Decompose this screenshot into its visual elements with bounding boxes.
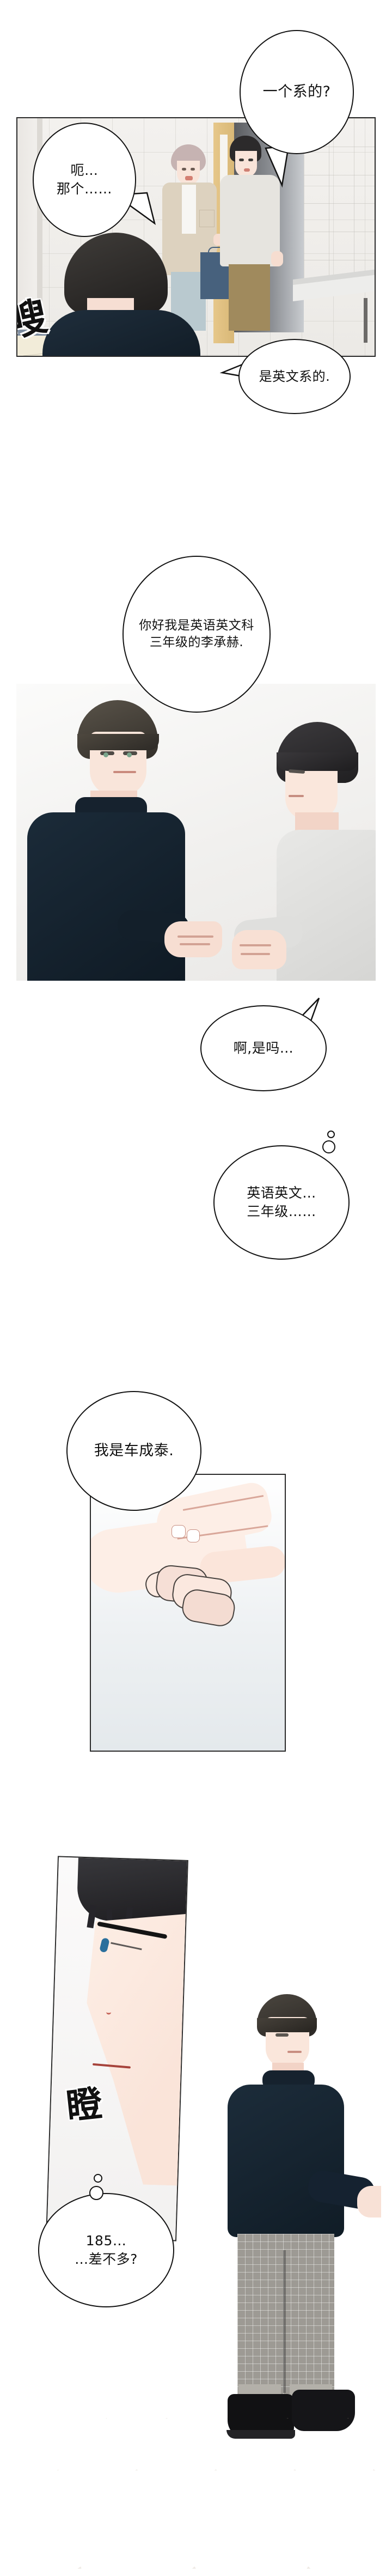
right-man-finger-line-2 xyxy=(241,953,270,955)
boot-right xyxy=(292,2390,355,2431)
standing-man-bangs xyxy=(257,2018,317,2032)
right-man-hand xyxy=(232,930,286,969)
thought-dot-small-2 xyxy=(94,2174,102,2183)
panel-handshake xyxy=(90,1474,286,1752)
balloon-uh-that: 呃… 那个…… xyxy=(33,123,136,237)
student-ash-shirt xyxy=(182,185,196,234)
student-tall-sweater xyxy=(220,175,280,266)
trouser-center-seam xyxy=(283,2250,286,2393)
standing-man-smile xyxy=(287,2051,302,2053)
fingernail-2 xyxy=(187,1529,200,1542)
left-wall-panel xyxy=(17,118,37,333)
left-man-sweater xyxy=(27,812,185,981)
student-tall-pants xyxy=(229,264,270,331)
trouser-cuff-left xyxy=(238,2384,281,2396)
student-tall-mouth xyxy=(244,168,250,172)
thought-dot-small xyxy=(327,1131,335,1138)
student-ash-eye-left xyxy=(182,168,186,171)
balloon-one-department-text: 一个系的? xyxy=(262,83,331,100)
balloon-uh-that-text: 呃… 那个…… xyxy=(56,162,112,197)
balloon-my-name-cha-seong-tae: 我是车成泰. xyxy=(66,1391,201,1511)
thought-dot-large-2 xyxy=(89,2186,103,2200)
standing-man-sweater xyxy=(228,2085,344,2237)
left-man-iris-right xyxy=(127,752,132,757)
closeup-nostril xyxy=(106,2007,112,2015)
balloon-english-department: 是英文系的. xyxy=(238,339,351,414)
sfx-stare: 瞪 xyxy=(64,2082,105,2128)
sfx-stare-text: 瞪 xyxy=(64,2081,105,2128)
balloon-ah-is-that-so-text: 啊,是吗… xyxy=(233,1040,294,1056)
right-man-finger-line-1 xyxy=(240,944,271,946)
panel-introduction xyxy=(16,684,376,981)
fingernail-1 xyxy=(171,1525,186,1538)
balloon-ah-is-that-so: 啊,是吗… xyxy=(200,1005,327,1091)
left-man-smile xyxy=(113,771,136,773)
thought-dot-large xyxy=(322,1140,335,1153)
balloon-english-third-year-thought: 英语英文… 三年级…… xyxy=(213,1145,350,1260)
student-tall-eye-right xyxy=(248,159,253,161)
left-wall-edge xyxy=(37,118,42,333)
foreground-man-turtleneck xyxy=(42,310,200,356)
panel-closeup-face: 瞪 xyxy=(46,1856,188,2241)
student-ash-eye-right xyxy=(191,168,195,171)
left-man-finger-line-1 xyxy=(177,935,213,938)
table-leg xyxy=(364,298,367,343)
student-tall-hand xyxy=(271,251,283,266)
right-man-mouth xyxy=(289,795,304,797)
balloon-height-guess-thought: 185… …差不多? xyxy=(38,2193,174,2307)
right-man-bangs xyxy=(277,752,358,771)
balloon-english-third-year-text: 英语英文… 三年级…… xyxy=(247,1185,316,1219)
balloon-my-name-text: 我是车成泰. xyxy=(94,1442,174,1459)
left-man-bangs xyxy=(77,734,159,750)
student-ash-face xyxy=(177,161,200,185)
boot-left-sole xyxy=(226,2430,295,2439)
student-tall-face xyxy=(235,151,257,177)
student-ash-pocket xyxy=(199,210,215,227)
panel-full-body xyxy=(196,1994,381,2446)
left-man-finger-line-2 xyxy=(180,943,210,945)
student-tall-eye-left xyxy=(239,159,244,161)
balloon-one-department-question: 一个系的? xyxy=(240,30,354,154)
student-ash-mouth xyxy=(185,176,193,180)
left-man-hand xyxy=(164,921,222,957)
left-man-iris-left xyxy=(103,752,108,757)
standing-man-eye xyxy=(275,2033,289,2037)
standing-man-hand xyxy=(357,2186,381,2217)
balloon-english-department-text: 是英文系的. xyxy=(259,368,330,384)
balloon-self-introduction-text: 你好我是英语英文科 三年级的李承赫. xyxy=(139,618,254,649)
standing-man-trousers xyxy=(237,2234,334,2397)
balloon-self-introduction: 你好我是英语英文科 三年级的李承赫. xyxy=(122,556,271,713)
right-man-sweatshirt xyxy=(277,830,376,981)
balloon-height-guess-text: 185… …差不多? xyxy=(75,2233,138,2267)
